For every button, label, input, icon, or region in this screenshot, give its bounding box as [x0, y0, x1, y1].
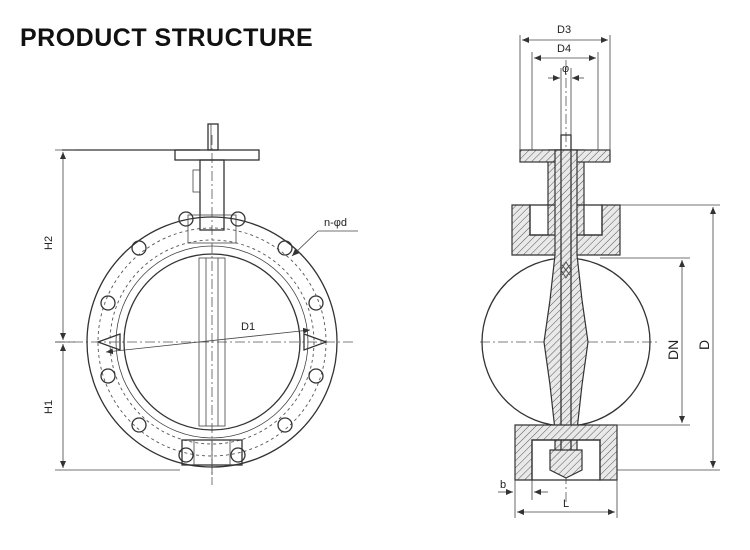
- side-view: D3 D4 φ DN D b L: [480, 24, 720, 518]
- bolt-holes: [100, 211, 324, 463]
- page-title: PRODUCT STRUCTURE: [20, 24, 314, 52]
- h2-label: H2: [43, 236, 55, 250]
- l-label: L: [563, 498, 569, 510]
- d4-label: D4: [557, 43, 571, 55]
- b-label: b: [500, 479, 506, 491]
- d3-label: D3: [557, 24, 571, 36]
- phi-label: φ: [562, 63, 569, 75]
- d1-label: D1: [241, 321, 255, 333]
- h1-label: H1: [43, 400, 55, 414]
- front-view: D1 n-φd H2 H1: [43, 123, 358, 485]
- dn-label: DN: [665, 340, 681, 360]
- bolt-holes-label: n-φd: [324, 217, 347, 229]
- d-label: D: [696, 340, 712, 350]
